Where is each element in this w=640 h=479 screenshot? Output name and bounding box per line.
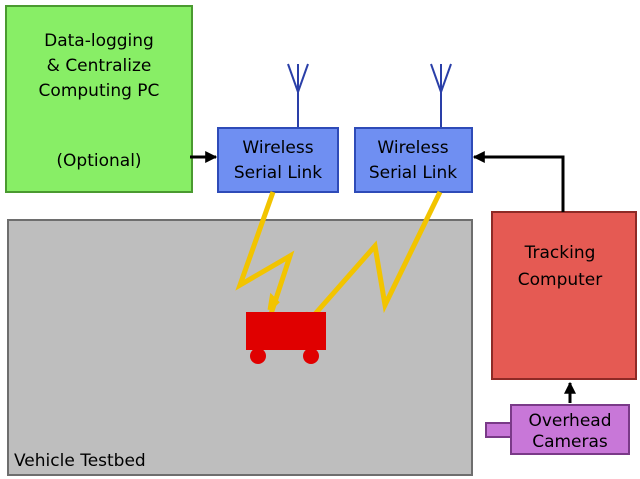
pc-label-line1: Data-logging [44,31,154,51]
wireless-serial-link-right [354,127,473,193]
data-logging-pc-box [5,5,193,193]
wireless-serial-link-left [217,127,339,193]
cameras-label-line1: Overhead [528,411,611,431]
tracking-label-line2: Computer [518,270,603,290]
camera-icon [485,422,513,438]
antenna-icon [287,63,309,128]
pc-label-optional: (Optional) [56,151,141,171]
cameras-label-line2: Cameras [532,432,608,452]
signal-bolt-right [306,190,443,324]
vehicle-testbed-area [7,219,473,476]
tracking-computer-box [491,211,637,380]
wireless-right-label-line2: Serial Link [369,163,457,183]
wireless-left-label-line1: Wireless [242,138,313,158]
vehicle-testbed-label: Vehicle Testbed [14,451,146,471]
signal-bolt-left-head [267,292,280,311]
wireless-left-label-line2: Serial Link [234,163,322,183]
pc-label-line2: & Centralize [47,56,152,76]
overhead-cameras-box [510,404,630,455]
pc-label-line3: Computing PC [39,81,160,101]
wireless-right-label-line1: Wireless [377,138,448,158]
tracking-label-line1: Tracking [524,243,596,263]
tracking-to-wireless-arrow [472,151,565,212]
vehicle-icon [246,312,326,364]
antenna-icon [430,63,452,128]
signal-bolt-left [235,191,295,315]
